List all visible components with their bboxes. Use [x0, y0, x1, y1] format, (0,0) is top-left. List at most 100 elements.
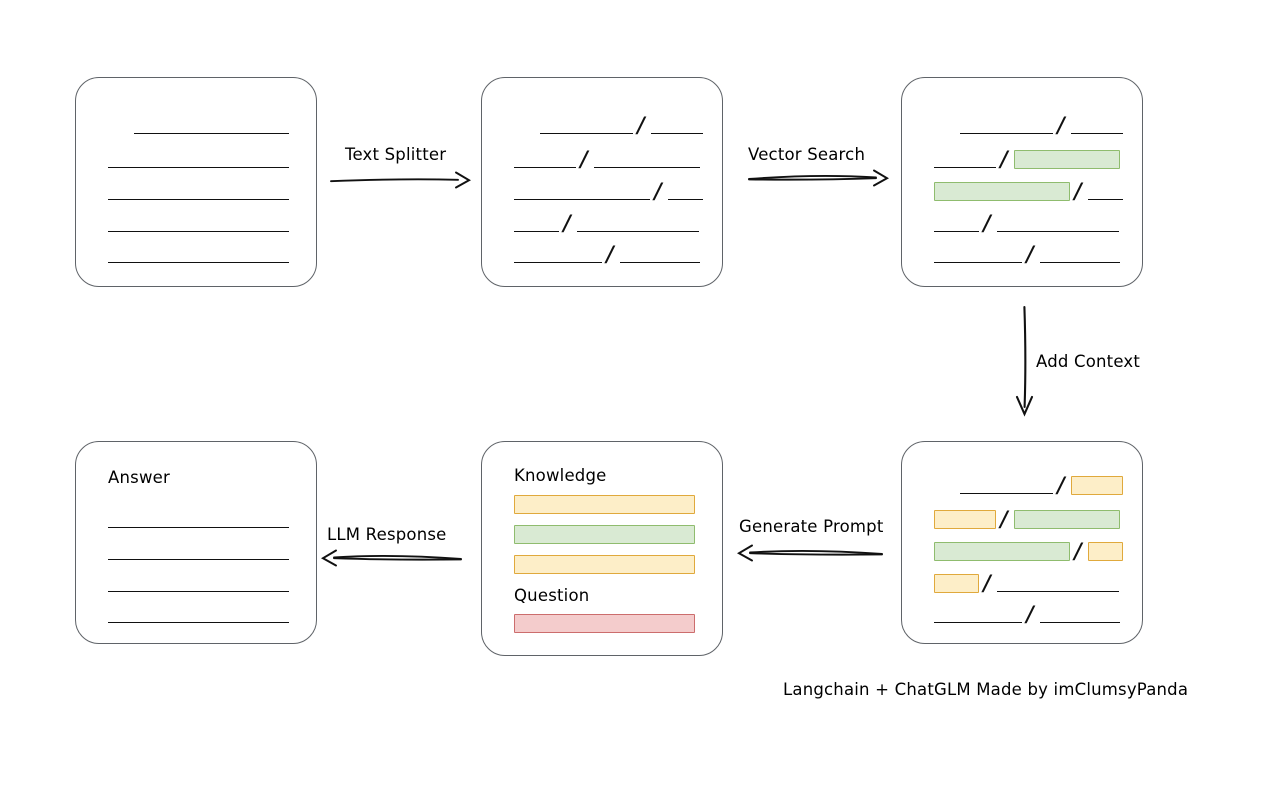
chunk-separator-slash: /	[983, 569, 991, 595]
arrow-line-llm-response	[320, 549, 462, 567]
text-line	[76, 148, 316, 170]
text-line: /	[482, 243, 722, 265]
text-line: /	[902, 114, 1142, 136]
text-line: /	[902, 474, 1142, 496]
text-segment	[540, 117, 633, 134]
text-segment	[108, 606, 289, 623]
text-line: /	[482, 114, 722, 136]
text-segment	[934, 606, 1022, 623]
prompt-section-heading: Knowledge	[514, 466, 607, 485]
text-segment	[934, 151, 996, 168]
highlighted-yellow-segment	[934, 573, 979, 593]
text-line: /	[902, 572, 1142, 594]
chunk-separator-slash: /	[637, 111, 645, 137]
text-line: /	[902, 508, 1142, 530]
text-segment	[108, 183, 289, 200]
chunk-separator-slash: /	[1000, 145, 1008, 171]
chunk-separator-slash: /	[983, 209, 991, 235]
chunk-separator-slash: /	[1026, 600, 1034, 626]
text-segment	[1039, 246, 1120, 263]
highlighted-yellow-segment	[1070, 475, 1123, 495]
chunk-separator-slash: /	[654, 177, 662, 203]
text-segment	[1070, 117, 1123, 134]
arrow-label-add-context: Add Context	[1036, 352, 1141, 371]
highlighted-yellow-segment	[1087, 541, 1123, 561]
highlighted-green-segment	[1013, 149, 1120, 169]
card-split-chunks[interactable]: / / / / /	[481, 77, 723, 287]
text-line	[76, 508, 316, 530]
text-segment	[514, 246, 602, 263]
text-segment	[108, 511, 289, 528]
highlighted-yellow-segment	[934, 509, 996, 529]
arrow-label-generate-prompt: Generate Prompt	[739, 517, 884, 536]
chunk-separator-slash: /	[563, 209, 571, 235]
prompt-bar-green	[514, 525, 695, 544]
card-vector-matched-chunks[interactable]: / / / / /	[901, 77, 1143, 287]
text-segment	[108, 246, 289, 263]
card-lines-vector-matched-chunks: / / / / /	[902, 78, 1142, 286]
text-line	[76, 212, 316, 234]
text-line	[76, 603, 316, 625]
card-source-document[interactable]	[75, 77, 317, 287]
prompt-bar-red	[514, 614, 695, 633]
prompt-bar-yellow	[514, 555, 695, 574]
text-line	[76, 243, 316, 265]
arrow-line-text-splitter	[330, 171, 472, 189]
arrow-line-add-context	[1015, 305, 1034, 417]
text-segment	[514, 183, 650, 200]
text-segment	[1039, 606, 1120, 623]
text-segment	[514, 215, 559, 232]
text-segment	[996, 575, 1119, 592]
text-line	[76, 540, 316, 562]
card-title-answer: Answer	[108, 468, 170, 487]
text-line	[76, 114, 316, 136]
text-segment	[593, 151, 700, 168]
text-segment	[514, 151, 576, 168]
text-line: /	[902, 540, 1142, 562]
chunk-separator-slash: /	[606, 240, 614, 266]
text-segment	[134, 117, 289, 134]
prompt-bar-yellow	[514, 495, 695, 514]
arrow-label-vector-search: Vector Search	[748, 145, 866, 164]
text-segment	[1087, 183, 1123, 200]
text-segment	[960, 477, 1053, 494]
text-line: /	[902, 243, 1142, 265]
text-segment	[650, 117, 703, 134]
chunk-separator-slash: /	[1057, 471, 1065, 497]
text-segment	[619, 246, 700, 263]
text-line	[76, 572, 316, 594]
card-lines-answer	[76, 442, 316, 643]
chunk-separator-slash: /	[1074, 537, 1082, 563]
text-line	[76, 180, 316, 202]
chunk-separator-slash: /	[1074, 177, 1082, 203]
text-line: /	[482, 180, 722, 202]
card-lines-context-enriched-chunks: / / / / /	[902, 442, 1142, 643]
chunk-separator-slash: /	[580, 145, 588, 171]
highlighted-green-segment	[934, 541, 1070, 561]
text-segment	[934, 215, 979, 232]
chunk-separator-slash: /	[1026, 240, 1034, 266]
text-line: /	[482, 148, 722, 170]
text-segment	[108, 575, 289, 592]
text-segment	[576, 215, 699, 232]
card-context-enriched-chunks[interactable]: / / / / /	[901, 441, 1143, 644]
arrow-label-llm-response: LLM Response	[327, 525, 447, 544]
text-segment	[934, 246, 1022, 263]
text-line: /	[902, 212, 1142, 234]
text-segment	[960, 117, 1053, 134]
highlighted-green-segment	[1013, 509, 1120, 529]
text-segment	[667, 183, 703, 200]
text-segment	[108, 215, 289, 232]
highlighted-green-segment	[934, 181, 1070, 201]
text-segment	[996, 215, 1119, 232]
chunk-separator-slash: /	[1000, 505, 1008, 531]
arrow-label-text-splitter: Text Splitter	[345, 145, 447, 164]
arrow-line-vector-search	[748, 169, 890, 187]
card-answer[interactable]: Answer	[75, 441, 317, 644]
prompt-section-heading: Question	[514, 586, 590, 605]
text-segment	[108, 151, 289, 168]
text-line: /	[902, 148, 1142, 170]
footer-credit: Langchain + ChatGLM Made by imClumsyPand…	[783, 680, 1189, 699]
